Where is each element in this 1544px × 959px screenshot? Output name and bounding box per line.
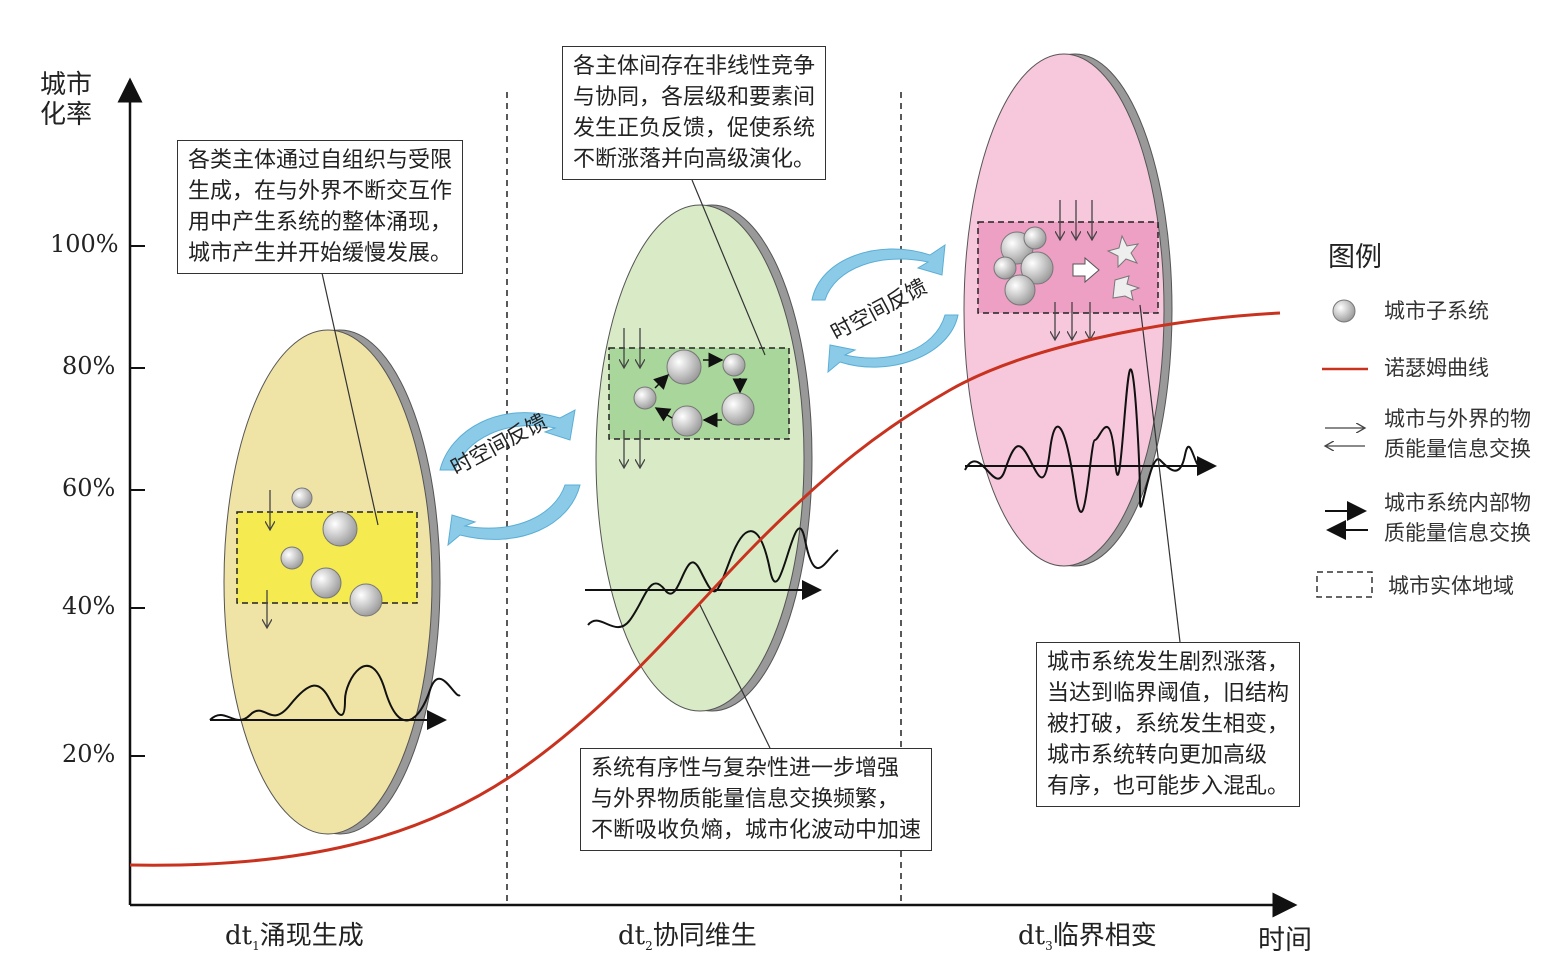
bold-double-arrow-icon	[1325, 501, 1368, 540]
thin-double-arrow-icon	[1325, 428, 1365, 446]
northam-curve	[129, 311, 1281, 867]
stage2-top-note: 各主体间存在非线性竞争与协同，各层级和要素间发生正负反馈，促使系统不断涨落并向高…	[562, 46, 827, 180]
sphere-icon	[1332, 299, 1356, 323]
callout-lines	[321, 179, 1181, 749]
y-tick: 60%	[62, 474, 116, 502]
legend-item: 诺瑟姆曲线	[1384, 356, 1489, 380]
legend-item: 城市系统内部物质能量信息交换	[1384, 491, 1531, 545]
y-axis-label: 城市化率	[40, 70, 93, 130]
legend-item: 城市与外界的物质能量信息交换	[1384, 407, 1531, 461]
legend-item: 城市子系统	[1384, 299, 1489, 323]
stage1-label: dt1涌现生成	[225, 921, 364, 954]
stage2-label: dt2协同维生	[618, 921, 757, 954]
stage1-disc	[209, 329, 461, 835]
y-tick: 100%	[50, 230, 119, 258]
stage3-note: 城市系统发生剧烈涨落，当达到临界阈值，旧结构被打破，系统发生相变，城市系统转向更…	[1036, 642, 1301, 807]
x-axis-label: 时间	[1258, 925, 1312, 956]
y-tick: 80%	[62, 352, 116, 380]
stage3-disc	[963, 53, 1217, 567]
feedback-arrows	[439, 243, 959, 547]
stage2-bottom-note: 系统有序性与复杂性进一步增强与外界物质能量信息交换频繁，不断吸收负熵，城市化波动…	[580, 748, 933, 851]
legend-item: 城市实体地域	[1388, 574, 1514, 598]
stage3-label: dt3临界相变	[1018, 921, 1157, 954]
dashed-rect-icon	[1316, 571, 1373, 598]
stage2-disc	[585, 204, 839, 712]
y-tick: 40%	[62, 592, 116, 620]
y-tick: 20%	[62, 740, 116, 768]
legend-title: 图例	[1328, 242, 1382, 273]
stage1-note: 各类主体通过自组织与受限生成，在与外界不断交互作用中产生系统的整体涌现，城市产生…	[177, 140, 464, 274]
axes	[117, 77, 1298, 918]
